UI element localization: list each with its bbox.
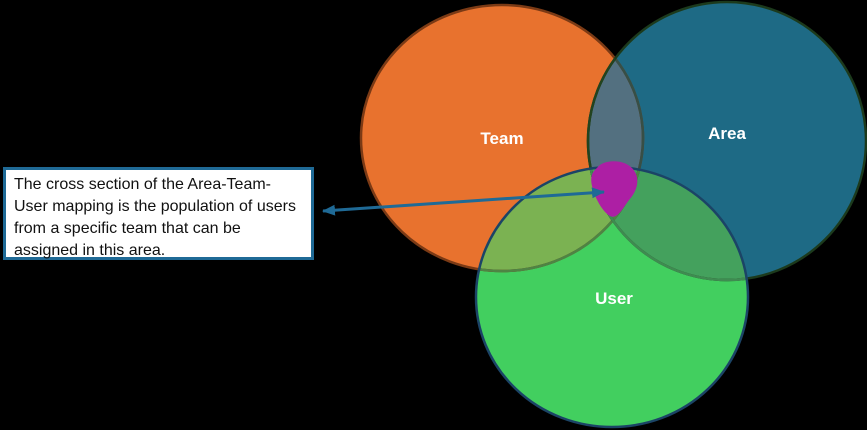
area-circle-label: Area — [708, 124, 746, 143]
user-circle-label: User — [595, 289, 633, 308]
annotation-text: The cross section of the Area-Team-User … — [14, 176, 296, 259]
annotation-callout-box: The cross section of the Area-Team-User … — [3, 167, 314, 260]
callout-arrow — [322, 187, 605, 216]
area-user-overlap — [588, 167, 748, 280]
team-circle-label: Team — [480, 129, 523, 148]
